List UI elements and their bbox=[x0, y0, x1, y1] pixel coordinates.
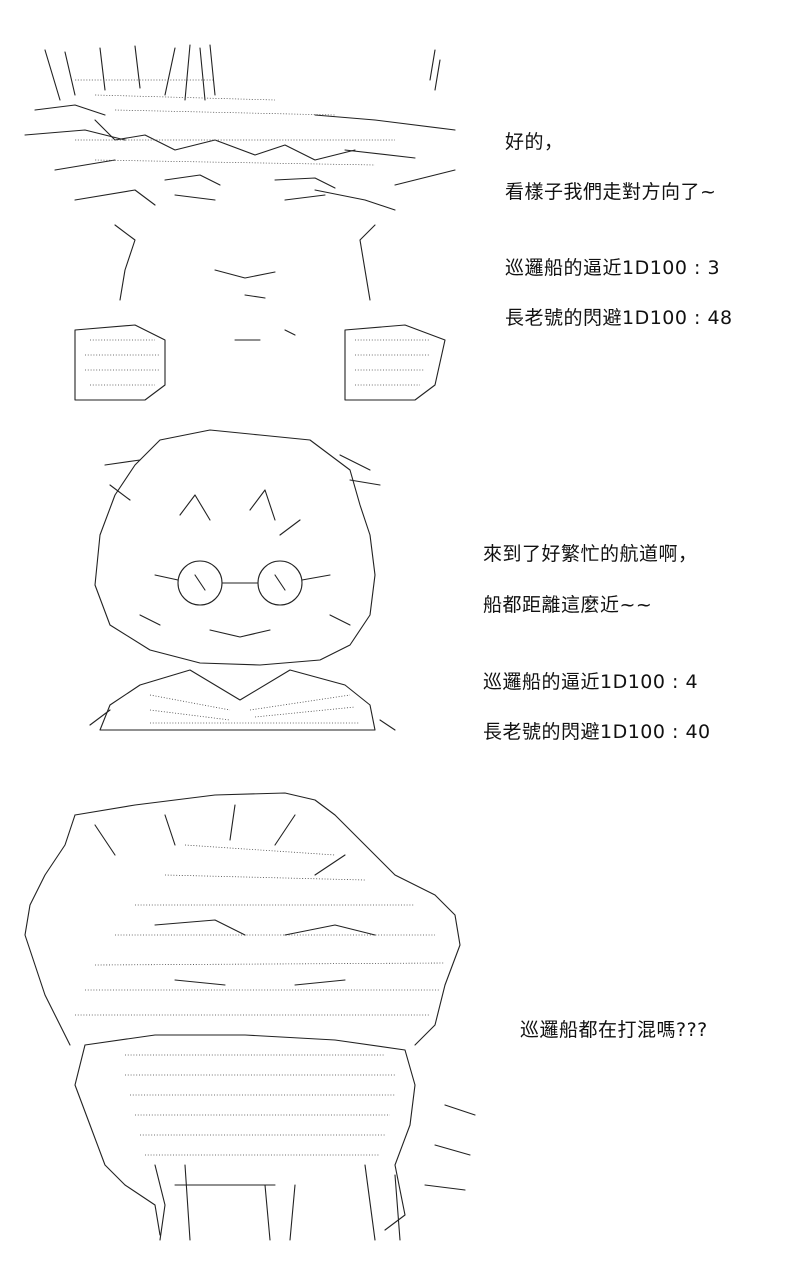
dialogue-box-3: 巡邏船都在打混嗎??? bbox=[520, 780, 790, 1250]
dialogue-line: 看樣子我們走對方向了~ bbox=[505, 181, 717, 203]
dialogue-box-1: 好的， 看樣子我們走對方向了~ 巡邏船的逼近1D100 : 3 長老號的閃避1D… bbox=[505, 0, 795, 410]
panel-3: 巡邏船都在打混嗎??? bbox=[0, 780, 800, 1250]
ascii-art-character-2 bbox=[80, 425, 400, 735]
dialogue-line: 巡邏船都在打混嗎??? bbox=[520, 1019, 708, 1041]
panel-1: 好的， 看樣子我們走對方向了~ 巡邏船的逼近1D100 : 3 長老號的閃避1D… bbox=[0, 0, 800, 410]
dialogue-line: 好的， bbox=[505, 131, 564, 153]
dialogue-box-2: 來到了好繁忙的航道啊， 船都距離這麼近~~ 巡邏船的逼近1D100 : 4 長老… bbox=[483, 420, 793, 760]
dice-roll-line: 巡邏船的逼近1D100 : 4 bbox=[483, 671, 699, 693]
dialogue-line: 來到了好繁忙的航道啊， bbox=[483, 543, 698, 565]
dice-roll-line: 長老號的閃避1D100 : 40 bbox=[483, 721, 711, 743]
ascii-art-character-1 bbox=[15, 40, 475, 410]
dice-roll-line: 巡邏船的逼近1D100 : 3 bbox=[505, 257, 721, 279]
ascii-art-character-3 bbox=[15, 785, 485, 1245]
panel-2: 來到了好繁忙的航道啊， 船都距離這麼近~~ 巡邏船的逼近1D100 : 4 長老… bbox=[0, 420, 800, 760]
dice-roll-line: 長老號的閃避1D100 : 48 bbox=[505, 307, 733, 329]
dialogue-line: 船都距離這麼近~~ bbox=[483, 594, 653, 616]
